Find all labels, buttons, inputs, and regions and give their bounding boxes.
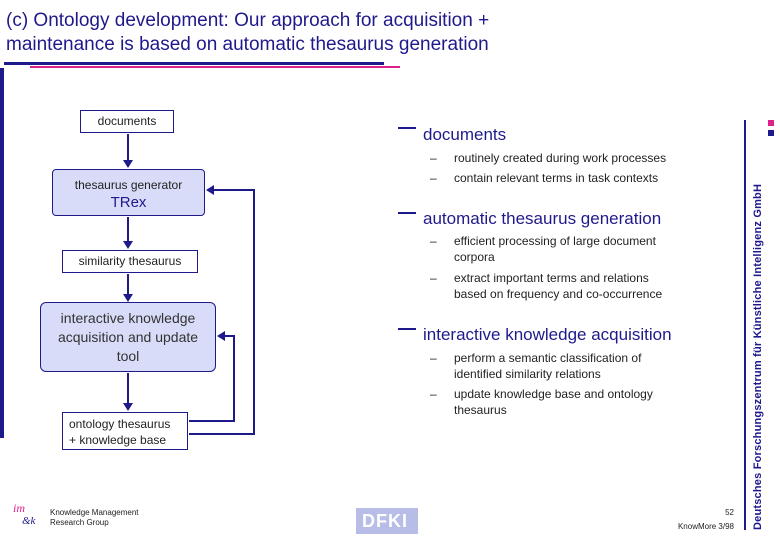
page-title: (c) Ontology development: Our approach f…: [6, 9, 706, 57]
arrow-docs-to-generator: [127, 134, 129, 160]
loop-inner-top: [225, 335, 234, 337]
ontology-line-1: ontology thesaurus: [69, 417, 171, 431]
arrowhead-ontology: [123, 403, 133, 411]
arrowhead-similarity: [123, 241, 133, 249]
bullet-subitem: – extract important terms and relations …: [430, 271, 663, 301]
bullet-marker: [398, 127, 416, 129]
title-underline: [4, 62, 384, 65]
arrowhead-interactive: [123, 294, 133, 302]
loop-outer-top: [214, 189, 254, 191]
organization-label: Deutsches Forschungszentrum für Künstlic…: [752, 183, 764, 530]
bullet-subitem: –routinely created during work processes: [430, 151, 667, 165]
corner-decoration: [768, 130, 774, 136]
thesaurus-generator-box: thesaurus generator TRex: [52, 169, 205, 216]
arrowhead-loop-generator: [206, 185, 214, 195]
right-margin-bar: [744, 120, 746, 530]
interactive-line-3: tool: [116, 348, 140, 364]
title-line-2: maintenance is based on automatic thesau…: [6, 34, 489, 55]
bullet-marker: [398, 328, 416, 330]
svg-text:im: im: [13, 501, 25, 515]
bullet-subitem: – update knowledge base and ontology the…: [430, 387, 653, 417]
loop-inner-bottom: [189, 420, 233, 422]
svg-text:&k: &k: [22, 515, 37, 526]
trex-label: TRex: [110, 194, 147, 211]
bullet-marker: [398, 212, 416, 214]
title-accent-line: [30, 66, 400, 68]
similarity-thesaurus-box: similarity thesaurus: [62, 250, 198, 273]
bullet-subitem: – perform a semantic classification of i…: [430, 351, 642, 381]
bullet-subitem: – efficient processing of large document…: [430, 234, 656, 264]
similarity-thesaurus-label: similarity thesaurus: [78, 254, 182, 268]
arrow-interactive-to-ontology: [127, 373, 129, 403]
ontology-box: ontology thesaurus + knowledge base: [62, 412, 188, 450]
dfki-logo: DFKI: [356, 508, 418, 534]
interactive-tool-box: interactive knowledge acquisition and up…: [40, 302, 216, 372]
page-number: 52: [725, 508, 734, 517]
arrowhead-generator: [123, 160, 133, 168]
loop-outer-vertical: [253, 189, 255, 435]
km-logo: im &k: [12, 500, 42, 527]
loop-outer-bottom: [189, 433, 253, 435]
title-line-1: (c) Ontology development: Our approach f…: [6, 10, 490, 31]
arrow-generator-to-similarity: [127, 217, 129, 241]
arrowhead-loop-interactive: [217, 331, 225, 341]
loop-inner-vertical: [233, 335, 235, 422]
arrow-similarity-to-interactive: [127, 274, 129, 294]
bullet-heading: interactive knowledge acquisition: [423, 325, 672, 344]
km-logo-icon: im &k: [13, 501, 37, 527]
left-margin-bar: [0, 68, 4, 438]
corner-decoration: [768, 120, 774, 126]
documents-box-label: documents: [97, 114, 157, 128]
ontology-line-2: + knowledge base: [69, 433, 167, 447]
bullet-heading: documents: [423, 125, 507, 144]
bullet-subitem: –contain relevant terms in task contexts: [430, 171, 659, 185]
interactive-line-2: acquisition and update: [57, 329, 199, 345]
research-group-label: Knowledge Management Research Group: [50, 508, 139, 527]
bullet-heading: automatic thesaurus generation: [423, 209, 662, 228]
dfki-logo-text: DFKI: [362, 511, 408, 531]
interactive-line-1: interactive knowledge: [60, 310, 196, 326]
thesaurus-generator-label: thesaurus generator: [74, 178, 183, 192]
documents-box: documents: [80, 110, 174, 133]
document-reference: KnowMore 3/98: [677, 522, 734, 531]
